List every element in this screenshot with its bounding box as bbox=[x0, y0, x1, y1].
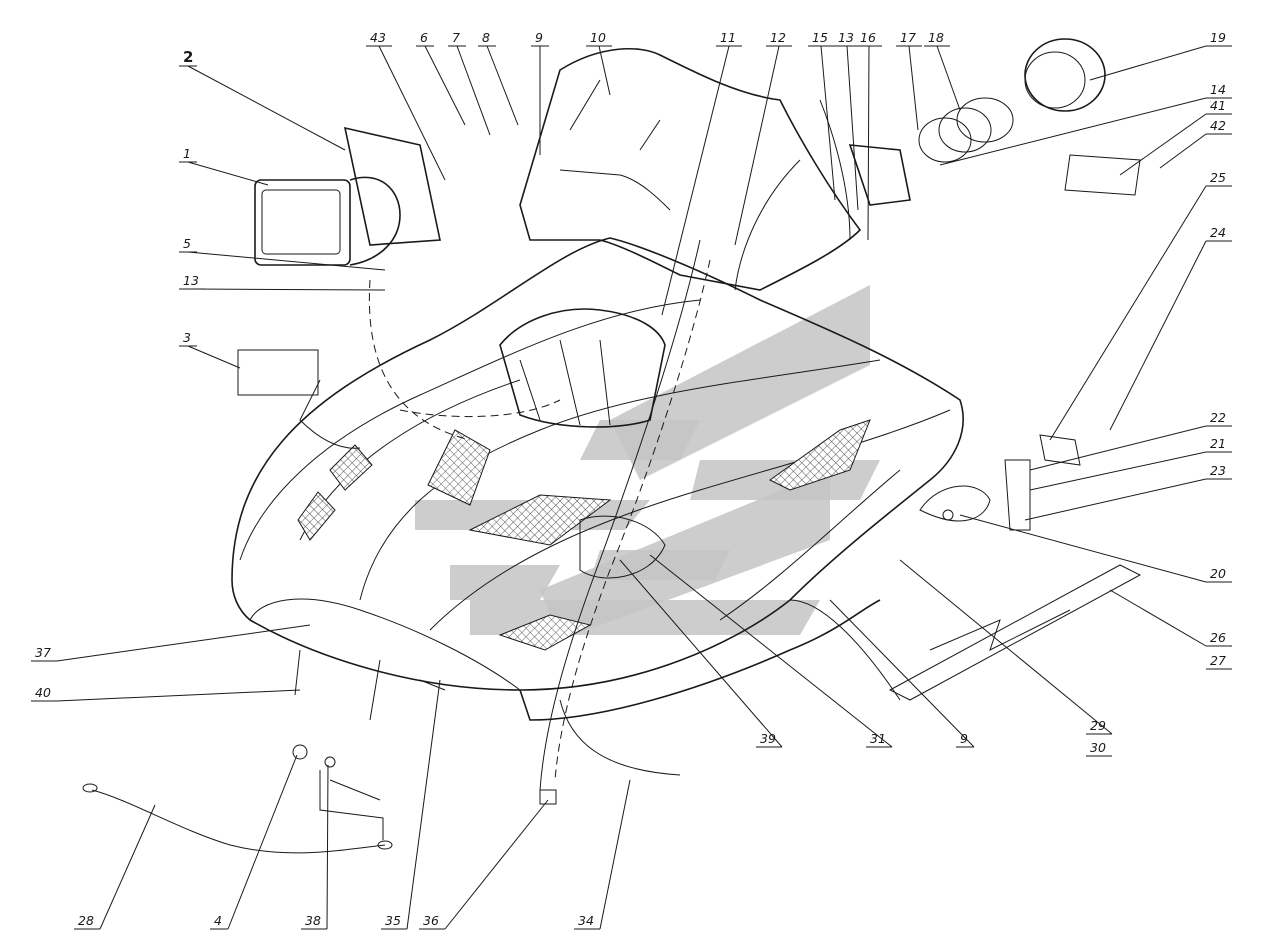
callout-leader-3 bbox=[187, 345, 241, 369]
callout-label-38: 38 bbox=[305, 913, 321, 928]
callout-leader-34 bbox=[599, 779, 631, 930]
callout-label-12: 12 bbox=[770, 30, 786, 45]
callout-label-15: 15 bbox=[812, 30, 828, 45]
callout-leader-22 bbox=[1029, 425, 1207, 471]
callout-leader-35 bbox=[406, 679, 441, 930]
callout-leader-17 bbox=[908, 45, 919, 131]
callout-leader-23 bbox=[1024, 478, 1207, 521]
callout-leader-16 bbox=[867, 45, 870, 241]
callout-label-34: 34 bbox=[578, 913, 594, 928]
callout-leader-9b bbox=[829, 599, 975, 748]
callout-label-36: 36 bbox=[423, 913, 439, 928]
callout-leader-11 bbox=[661, 45, 730, 316]
callout-leaders bbox=[56, 45, 1207, 930]
callout-leader-13b bbox=[191, 288, 386, 291]
callout-label-2: 2 bbox=[183, 48, 193, 66]
callout-label-24: 24 bbox=[1210, 225, 1226, 240]
callout-leader-26 bbox=[1109, 589, 1207, 647]
callout-leader-41 bbox=[1119, 113, 1207, 176]
callout-label-28: 28 bbox=[78, 913, 94, 928]
callout-leader-37 bbox=[56, 624, 311, 662]
callout-leader-18 bbox=[936, 45, 961, 111]
callout-leader-2 bbox=[187, 65, 346, 151]
callout-leader-12 bbox=[734, 45, 780, 246]
callout-leader-20 bbox=[959, 514, 1207, 583]
callout-leader-40 bbox=[56, 689, 301, 702]
callout-label-1: 1 bbox=[183, 146, 191, 161]
callout-label-19: 19 bbox=[1210, 30, 1226, 45]
callout-label-5: 5 bbox=[183, 236, 191, 251]
callout-label-23: 23 bbox=[1210, 463, 1226, 478]
callout-label-17: 17 bbox=[900, 30, 916, 45]
callout-leader-43 bbox=[378, 45, 446, 181]
callout-label-16: 16 bbox=[860, 30, 876, 45]
callout-label-3: 3 bbox=[183, 330, 191, 345]
callout-leader-28 bbox=[99, 804, 156, 930]
callout-leader-19 bbox=[1089, 45, 1207, 81]
callout-label-43: 43 bbox=[370, 30, 386, 45]
callout-leader-4 bbox=[227, 754, 298, 930]
callout-label-14: 14 bbox=[1210, 82, 1226, 97]
callout-leader-38 bbox=[326, 764, 329, 930]
callout-label-21: 21 bbox=[1210, 436, 1226, 451]
callout-label-9a: 9 bbox=[535, 30, 543, 45]
callout-leader-31 bbox=[649, 554, 893, 748]
callout-label-29: 29 bbox=[1090, 718, 1106, 733]
callout-label-37: 37 bbox=[35, 645, 51, 660]
callout-label-35: 35 bbox=[385, 913, 401, 928]
callout-label-42: 42 bbox=[1210, 118, 1226, 133]
callout-label-4: 4 bbox=[214, 913, 222, 928]
callout-leader-14 bbox=[939, 97, 1207, 166]
callout-label-20: 20 bbox=[1210, 566, 1226, 581]
callout-label-40: 40 bbox=[35, 685, 51, 700]
callout-leader-7 bbox=[456, 45, 491, 136]
callout-leader-13a bbox=[846, 45, 859, 211]
callout-leader-8 bbox=[486, 45, 519, 126]
callout-label-27: 27 bbox=[1210, 653, 1226, 668]
callout-leader-5 bbox=[187, 251, 386, 271]
callout-label-41: 41 bbox=[1210, 98, 1226, 113]
callout-label-7: 7 bbox=[452, 30, 460, 45]
callout-label-26: 26 bbox=[1210, 630, 1226, 645]
callout-label-6: 6 bbox=[420, 30, 428, 45]
callout-label-8: 8 bbox=[482, 30, 490, 45]
callout-label-11: 11 bbox=[720, 30, 736, 45]
callout-label-9b: 9 bbox=[960, 731, 968, 746]
callout-label-18: 18 bbox=[928, 30, 944, 45]
callout-leader-39 bbox=[619, 559, 783, 748]
callout-label-13a: 13 bbox=[838, 30, 854, 45]
callout-label-22: 22 bbox=[1210, 410, 1226, 425]
callout-leader-6 bbox=[424, 45, 466, 126]
callout-leader-29 bbox=[899, 559, 1113, 735]
callout-leader-1 bbox=[187, 161, 269, 186]
callout-label-31: 31 bbox=[870, 731, 886, 746]
callout-leader-42 bbox=[1159, 133, 1207, 169]
callout-leader-10 bbox=[598, 45, 611, 96]
callout-leader-25 bbox=[1049, 185, 1207, 441]
hood-body bbox=[82, 38, 1142, 854]
callout-label-25: 25 bbox=[1210, 170, 1226, 185]
callout-leader-24 bbox=[1109, 240, 1207, 431]
callout-label-10: 10 bbox=[590, 30, 606, 45]
callout-leader-15 bbox=[820, 45, 836, 201]
callout-label-13b: 13 bbox=[183, 273, 199, 288]
callout-leader-21 bbox=[1029, 451, 1207, 491]
callout-leader-36 bbox=[444, 799, 549, 930]
callout-label-30: 30 bbox=[1090, 740, 1106, 755]
callout-label-39: 39 bbox=[760, 731, 776, 746]
